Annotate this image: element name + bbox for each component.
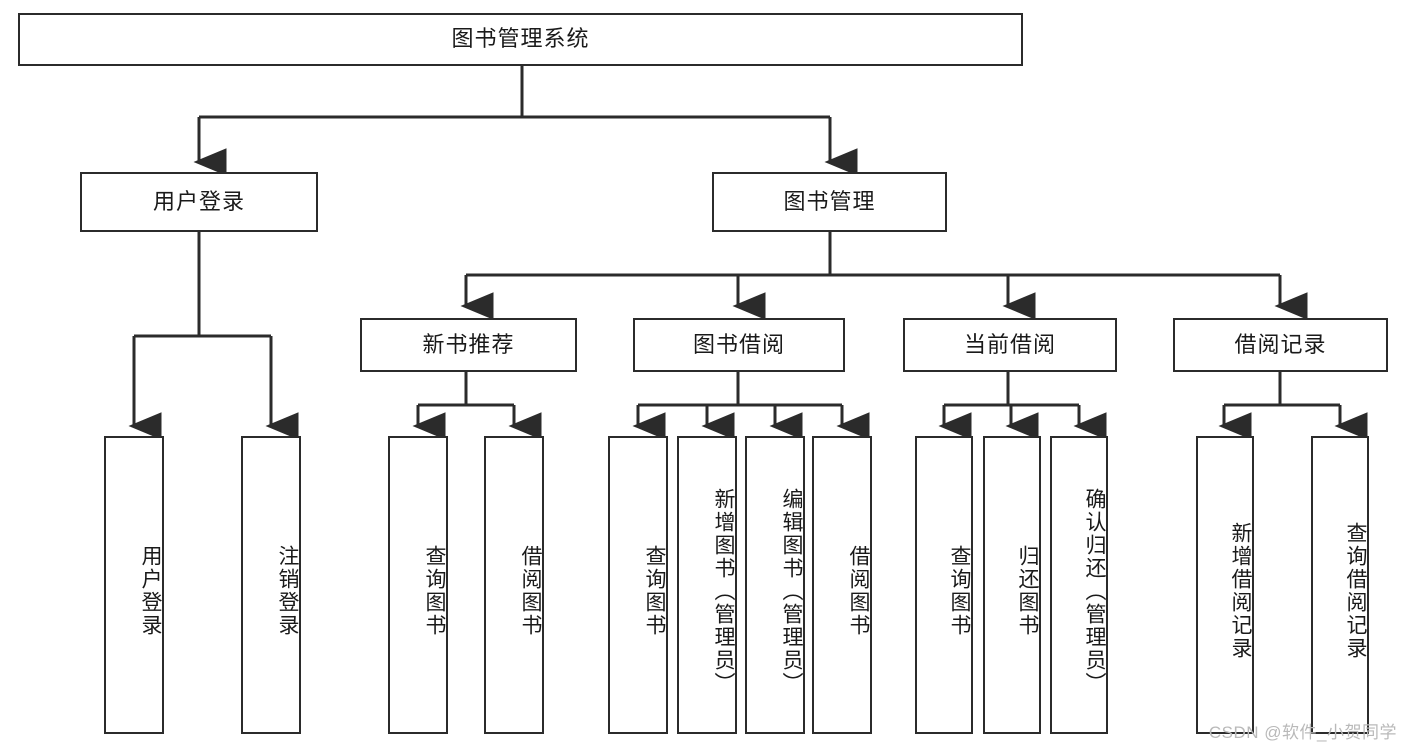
node-root-system-label: 图书管理系统 — [451, 26, 590, 52]
leaf-record-add-record[interactable]: 新增借阅记录 — [1196, 436, 1254, 734]
node-root-system[interactable]: 图书管理系统 — [18, 13, 1023, 66]
leaf-recommend-query-book[interactable]: 查询图书 — [388, 436, 448, 734]
node-book-management-label: 图书管理 — [783, 188, 876, 214]
leaf-recommend-query-book-label: 查询图书 — [423, 545, 446, 637]
leaf-user-login-login[interactable]: 用户登录 — [104, 436, 164, 734]
leaf-recommend-borrow-book-label: 借阅图书 — [519, 545, 542, 637]
leaf-current-query-book-label: 查询图书 — [948, 545, 971, 637]
leaf-current-query-book[interactable]: 查询图书 — [915, 436, 973, 734]
leaf-borrow-borrow-book[interactable]: 借阅图书 — [812, 436, 872, 734]
leaf-borrow-query-book-label: 查询图书 — [643, 545, 666, 637]
leaf-borrow-edit-book-label: 编辑图书（管理员） — [780, 487, 803, 695]
leaf-record-add-record-label: 新增借阅记录 — [1229, 522, 1252, 660]
leaf-borrow-edit-book[interactable]: 编辑图书（管理员） — [745, 436, 805, 734]
leaf-current-confirm-return[interactable]: 确认归还（管理员） — [1050, 436, 1108, 734]
node-book-management[interactable]: 图书管理 — [712, 172, 947, 232]
node-current-borrow-label: 当前借阅 — [963, 331, 1056, 357]
leaf-current-return-book-label: 归还图书 — [1016, 545, 1039, 637]
node-borrow-record-label: 借阅记录 — [1234, 331, 1327, 357]
leaf-user-login-logout-label: 注销登录 — [276, 545, 299, 637]
node-borrow-record[interactable]: 借阅记录 — [1173, 318, 1388, 372]
leaf-recommend-borrow-book[interactable]: 借阅图书 — [484, 436, 544, 734]
node-book-borrow-label: 图书借阅 — [692, 331, 785, 357]
leaf-borrow-borrow-book-label: 借阅图书 — [847, 545, 870, 637]
leaf-current-return-book[interactable]: 归还图书 — [983, 436, 1041, 734]
leaf-borrow-query-book[interactable]: 查询图书 — [608, 436, 668, 734]
node-current-borrow[interactable]: 当前借阅 — [903, 318, 1117, 372]
leaf-record-query-record[interactable]: 查询借阅记录 — [1311, 436, 1369, 734]
leaf-record-query-record-label: 查询借阅记录 — [1344, 522, 1367, 660]
node-user-login[interactable]: 用户登录 — [80, 172, 318, 232]
watermark-text: CSDN @软件_小贺同学 — [1208, 723, 1397, 742]
leaf-current-confirm-return-label: 确认归还（管理员） — [1083, 487, 1106, 695]
node-user-login-label: 用户登录 — [152, 188, 245, 214]
node-new-book-recommend[interactable]: 新书推荐 — [360, 318, 577, 372]
node-new-book-recommend-label: 新书推荐 — [422, 331, 515, 357]
leaf-borrow-add-book[interactable]: 新增图书（管理员） — [677, 436, 737, 734]
leaf-user-login-login-label: 用户登录 — [139, 545, 162, 637]
node-book-borrow[interactable]: 图书借阅 — [633, 318, 845, 372]
leaf-user-login-logout[interactable]: 注销登录 — [241, 436, 301, 734]
leaf-borrow-add-book-label: 新增图书（管理员） — [712, 487, 735, 695]
